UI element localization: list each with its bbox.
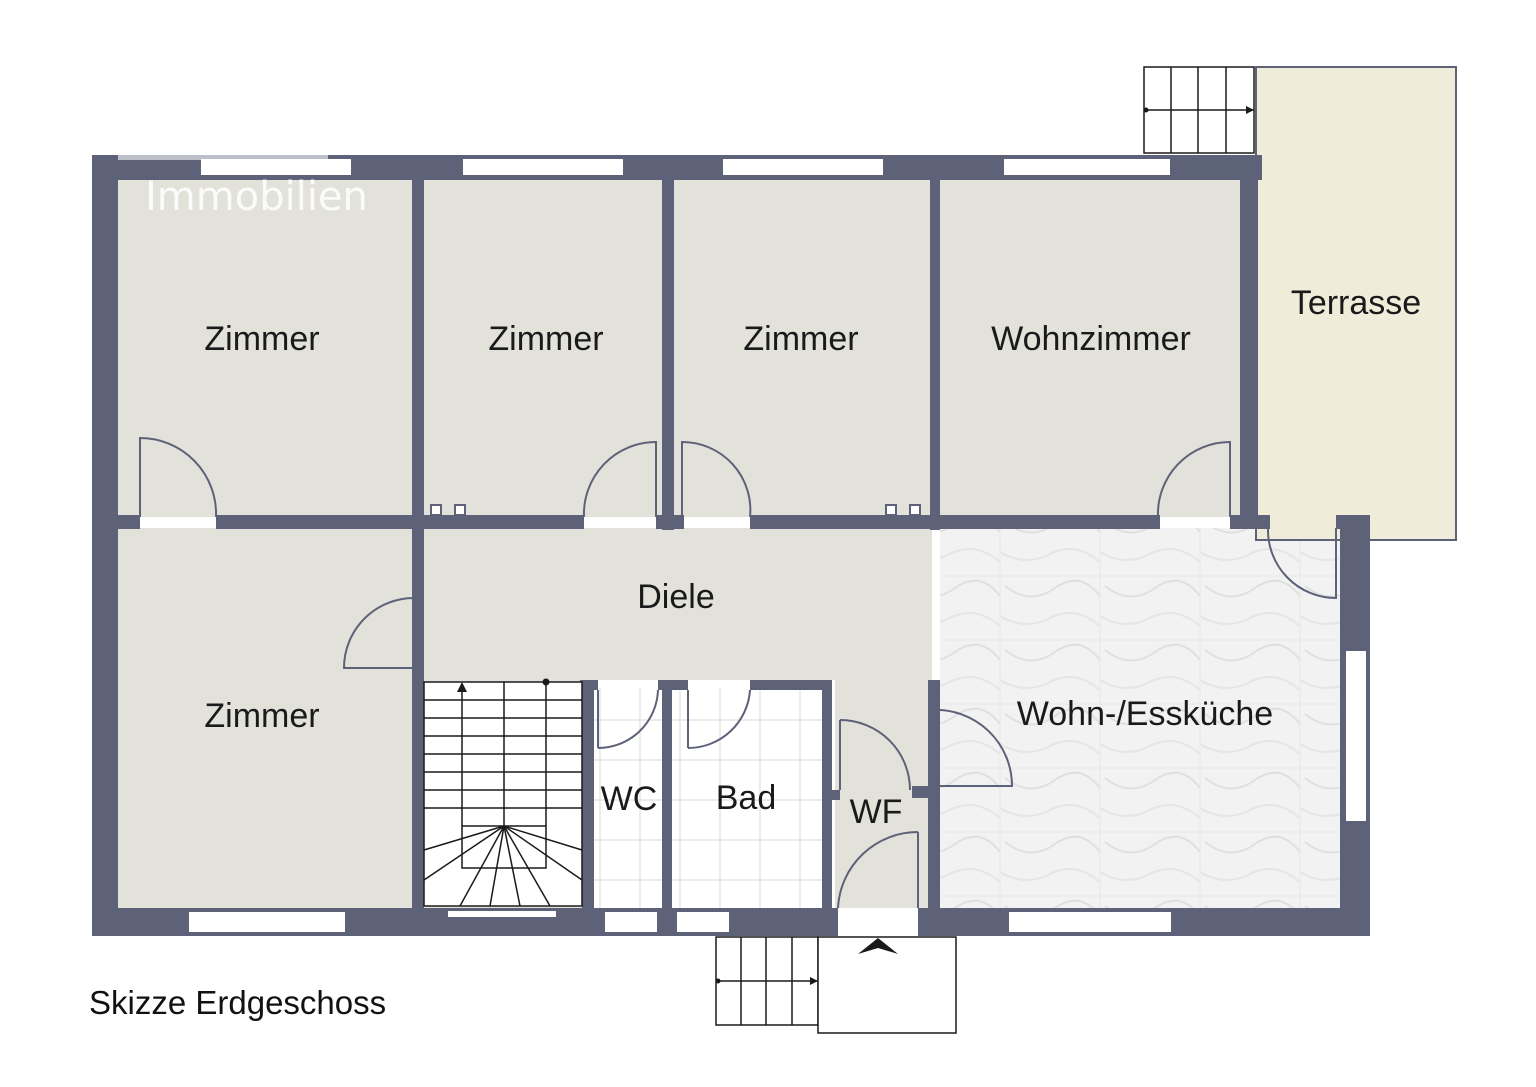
door-bad: [687, 689, 751, 750]
label-terrasse: Terrasse: [1291, 284, 1421, 322]
door-zimmer-1: [139, 436, 218, 518]
room-labels: Zimmer Zimmer Zimmer Wohnzimmer Terrasse…: [204, 284, 1421, 831]
label-wc: WC: [601, 780, 658, 818]
wall-v-3: [930, 180, 940, 530]
entrance-arrow-icon: [858, 938, 898, 954]
door-zimmer-2: [582, 440, 657, 518]
staircase: [423, 678, 583, 907]
floor-zimmer-4: [118, 528, 414, 908]
wall-h-1b: [216, 515, 584, 529]
floor-wc: [594, 688, 664, 908]
wall-left: [92, 155, 118, 936]
wall-h-1d: [750, 515, 1160, 529]
wall-h-1e: [1230, 515, 1270, 529]
label-wf: WF: [850, 793, 903, 831]
window-bottom-1: [187, 910, 347, 934]
floor-wohnzimmer: [940, 180, 1240, 517]
wall-stair-right: [582, 680, 594, 908]
wall-wc-bath: [662, 680, 672, 908]
window-bottom-3: [675, 910, 731, 934]
label-zimmer-3: Zimmer: [743, 320, 858, 358]
label-bad: Bad: [716, 779, 777, 817]
door-terrasse: [1266, 527, 1337, 600]
plan-caption: Skizze Erdgeschoss: [89, 984, 387, 1021]
wall-wf-h: [822, 790, 840, 800]
wall-wc-bath-top-3: [750, 680, 828, 690]
floor-diele: [414, 528, 932, 680]
watermark: Immobilien www.sreal.at: [118, 150, 1243, 220]
wall-h-1c: [656, 515, 684, 529]
door-wf: [839, 719, 911, 791]
label-diele: Diele: [637, 578, 714, 616]
window-top-2: [461, 157, 625, 177]
steps-top: [1143, 66, 1255, 154]
door-kueche: [931, 708, 1014, 787]
doors: [139, 436, 1337, 909]
label-wohn-esskueche: Wohn-/Essküche: [1017, 695, 1273, 733]
window-bottom-4: [1007, 910, 1173, 934]
stair-opening: [448, 911, 556, 917]
steps-bottom: [715, 936, 957, 1034]
ducts: [430, 504, 921, 516]
door-wc: [597, 689, 659, 749]
window-right: [1344, 649, 1368, 823]
watermark-logo: Immobilien: [145, 174, 368, 220]
floor-terrasse: [1255, 66, 1457, 541]
wall-v-2: [662, 180, 674, 530]
floor-kueche: [940, 528, 1340, 908]
wall-right-stub: [1336, 515, 1370, 529]
label-wohnzimmer: Wohnzimmer: [991, 320, 1191, 358]
wall-zimmer4-h: [414, 665, 424, 685]
window-top-4: [1002, 157, 1172, 177]
door-zimmer-3: [681, 440, 752, 518]
door-wohnzimmer: [1156, 440, 1231, 518]
watermark-url: www.sreal.at: [1173, 161, 1243, 175]
floor-zimmer-3: [674, 180, 932, 517]
interior-walls: [92, 180, 1270, 908]
floor-bad: [672, 688, 822, 908]
wall-h-1a: [92, 515, 140, 529]
windows: [187, 157, 1368, 934]
wall-v-1: [412, 180, 424, 908]
label-zimmer-1: Zimmer: [204, 320, 319, 358]
wall-terrace-side: [1240, 155, 1258, 528]
door-zimmer-4: [342, 597, 415, 669]
floor-zimmer-1: [118, 180, 414, 517]
window-top-3: [721, 157, 885, 177]
door-entrance: [837, 830, 919, 909]
wall-wf-h2: [912, 786, 940, 798]
label-zimmer-2: Zimmer: [488, 320, 603, 358]
label-zimmer-4: Zimmer: [204, 697, 319, 735]
window-bottom-2: [603, 910, 659, 934]
floor-zimmer-2: [424, 180, 664, 517]
wall-wc-bath-top-2: [658, 680, 688, 690]
